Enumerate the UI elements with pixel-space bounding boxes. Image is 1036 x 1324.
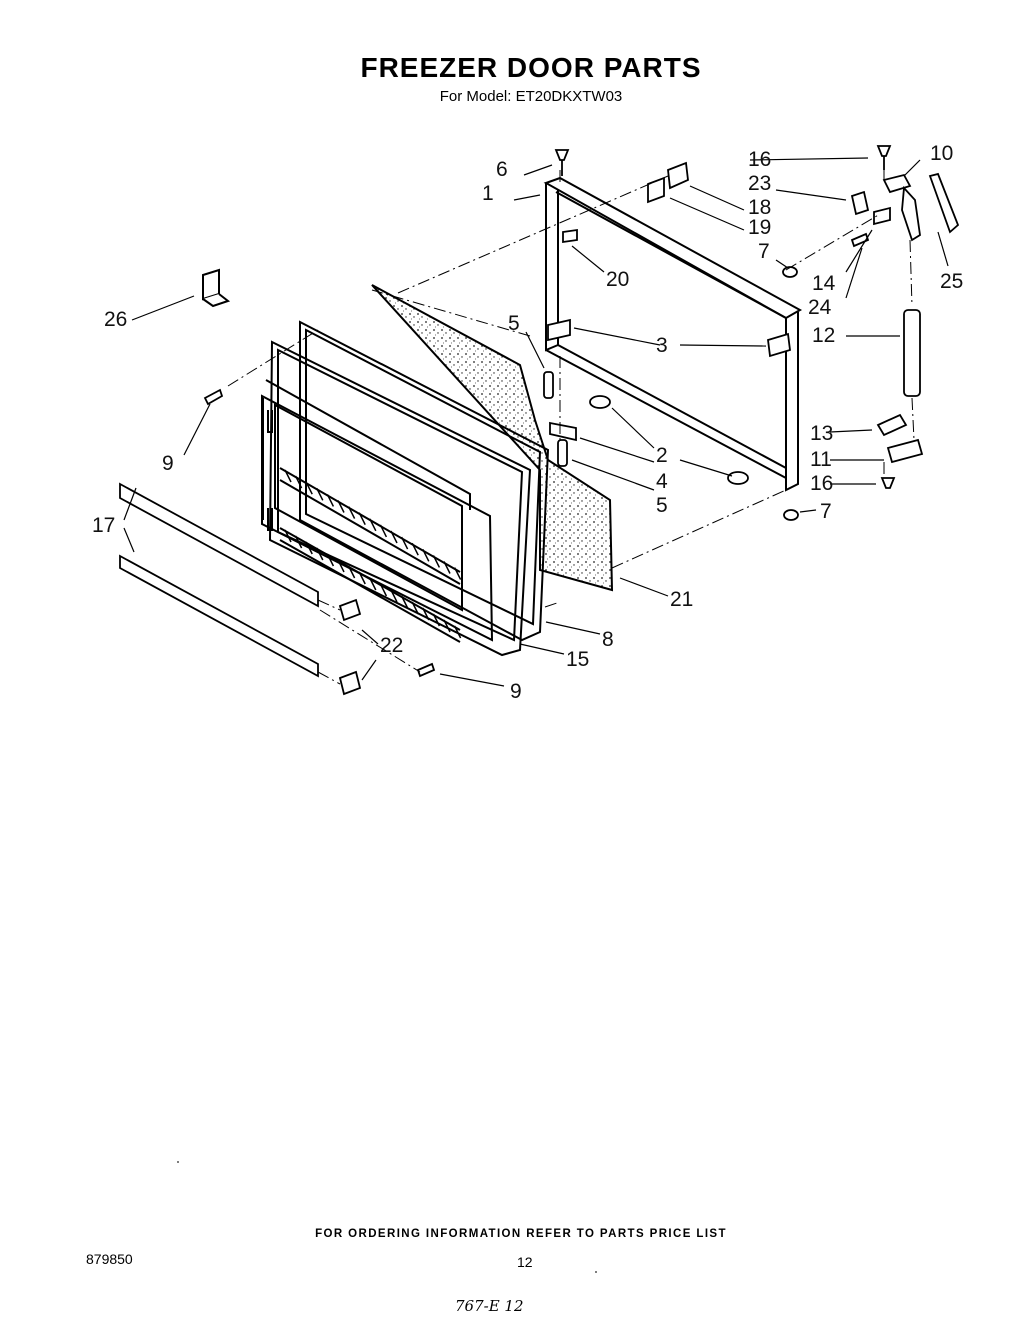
shelf-rib [432,555,441,568]
callout-14: 14 [812,272,836,295]
drawing-code: 879850 [86,1251,133,1267]
shelf-rib [305,481,313,495]
shelf-rib [422,607,430,621]
shelf-rib [347,506,356,519]
callout-23: 23 [748,172,771,195]
shelf-rib [347,565,356,579]
shelf-rib [305,541,313,555]
shelf-rib [326,553,335,567]
callout-9b: 9 [510,680,522,703]
shelf-rib [443,619,451,633]
callout-18: 18 [748,196,771,219]
shelf-rib [294,475,303,489]
callout-17: 17 [92,514,115,537]
callout-4: 4 [656,470,668,493]
part-1-door-frame [543,176,803,492]
shelf-rib [400,536,409,550]
callout-3: 3 [656,334,668,357]
page-number: 12 [517,1254,533,1270]
callout-16b: 16 [810,472,833,495]
ordering-note: FOR ORDERING INFORMATION REFER TO PARTS … [315,1228,727,1240]
shelf-rib [316,487,324,501]
callout-5: 5 [508,312,520,335]
shelf-rib [337,500,345,513]
callout-5b: 5 [656,494,668,517]
door-shelf-ribs [284,469,462,639]
callout-21: 21 [670,588,693,611]
shelf-rib [411,542,419,556]
callout-6: 6 [496,158,508,181]
shelf-rib [422,548,430,562]
shelf-rib [326,494,335,507]
shelf-rib [411,601,419,615]
shelf-rib [379,583,388,597]
callout-labels: 1 2 2 3 4 5 5 6 7 7 8 9 9 10 11 12 13 14… [92,142,963,703]
handwritten-note: 767-E 12 [455,1297,524,1315]
page-title: FREEZER DOOR PARTS [360,52,702,83]
shelf-rib [358,512,366,526]
callout-2: 2 [656,444,668,467]
shelf-rib [390,589,398,603]
shelf-rib [294,535,303,549]
shelf-rib [453,567,462,580]
callout-10: 10 [930,142,953,165]
part-26-clip [202,268,231,308]
callout-7: 7 [758,240,770,263]
callout-11: 11 [810,448,832,471]
callout-8: 8 [602,628,614,651]
callout-24: 24 [808,296,832,319]
callout-13: 13 [810,422,833,445]
shelf-rib [369,518,377,532]
callout-19: 19 [748,216,771,239]
shelf-rib [390,530,398,544]
callout-9: 9 [162,452,174,475]
shelf-rib [369,577,377,591]
callout-26: 26 [104,308,127,331]
callout-12: 12 [812,324,835,347]
alignment-lines [227,170,915,685]
model-subtitle: For Model: ET20DKXTW03 [439,88,623,105]
shelf-rib [453,625,462,639]
callout-16: 16 [748,148,771,171]
scan-specks [177,1161,597,1273]
shelf-rib [337,559,345,573]
callout-25: 25 [940,270,963,293]
callout-1: 1 [482,182,494,205]
door-liner-assembly [261,284,614,657]
shelf-rib [316,547,324,561]
shelf-rib [443,561,451,574]
shelf-rib [284,469,292,483]
callout-7b: 7 [820,500,832,523]
callout-22: 22 [380,634,403,657]
shelf-rib [284,529,292,543]
small-hardware-parts [119,145,960,696]
callout-20: 20 [606,268,629,291]
shelf-rib [432,613,441,627]
shelf-rib [358,571,366,585]
leader-lines [123,157,949,687]
shelf-rib [400,595,409,609]
shelf-rib [379,524,388,538]
callout-15: 15 [566,648,589,671]
